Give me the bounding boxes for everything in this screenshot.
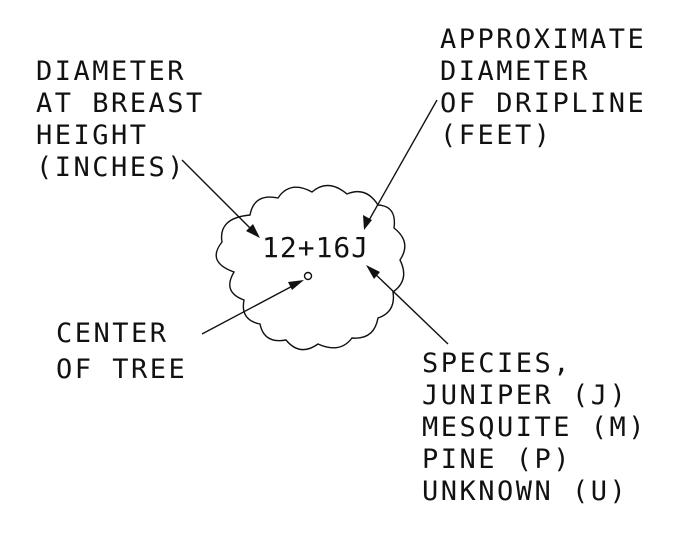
center-leader-line	[201, 281, 301, 335]
tree-code-label: 12+16J	[262, 231, 369, 264]
dbh-arrowhead	[246, 224, 260, 238]
dripline-label: APPROXIMATE DIAMETER OF DRIPLINE (FEET)	[440, 24, 646, 151]
center-label-line-1: CENTER	[56, 318, 169, 349]
dripline-label-line-1: APPROXIMATE	[440, 24, 646, 55]
center-arrowhead	[288, 280, 304, 290]
species-label-line-3: MESQUITE (M)	[422, 412, 647, 443]
species-label-line-5: UNKNOWN (U)	[422, 476, 628, 507]
dripline-leader-line	[367, 99, 438, 223]
species-label-line-2: JUNIPER (J)	[422, 380, 628, 411]
species-leader-line	[370, 269, 449, 345]
dbh-label: DIAMETER AT BREAST HEIGHT (INCHES)	[36, 56, 205, 183]
dbh-label-line-1: DIAMETER	[36, 56, 186, 87]
center-label-line-2: OF TREE	[56, 354, 187, 385]
dbh-label-line-4: (INCHES)	[36, 152, 186, 183]
dbh-label-line-2: AT BREAST	[36, 88, 205, 119]
dripline-label-line-2: DIAMETER	[440, 56, 590, 87]
dripline-label-line-3: OF DRIPLINE	[440, 88, 646, 119]
center-label: CENTER OF TREE	[56, 318, 187, 385]
dripline-label-line-4: (FEET)	[440, 120, 553, 151]
species-label: SPECIES, JUNIPER (J) MESQUITE (M) PINE (…	[422, 348, 647, 507]
dbh-leader-line	[181, 159, 255, 233]
species-arrowhead	[366, 265, 380, 279]
dbh-label-line-3: HEIGHT	[36, 120, 149, 151]
tree-canopy-outline	[215, 184, 406, 351]
tree-center-marker	[303, 271, 313, 281]
species-label-line-4: PINE (P)	[422, 444, 572, 475]
dripline-arrowhead	[363, 215, 372, 230]
species-label-line-1: SPECIES,	[422, 348, 572, 379]
